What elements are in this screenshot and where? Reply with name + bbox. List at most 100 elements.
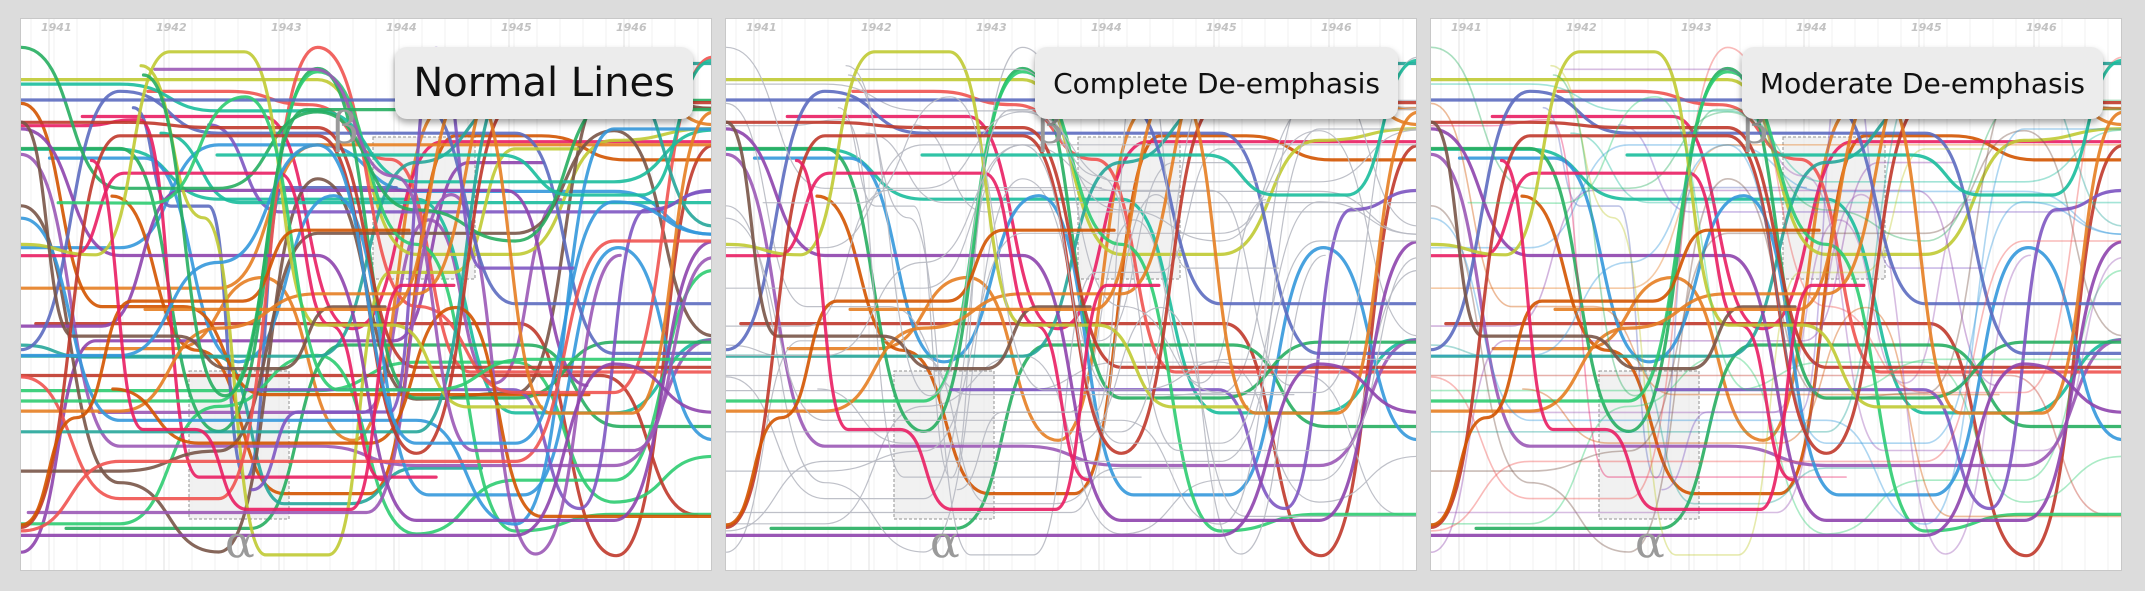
storyline: [21, 171, 384, 482]
storyline: [1625, 59, 2121, 197]
storyline: [21, 118, 438, 479]
storyline: [21, 152, 711, 468]
storyline-faded: [1431, 128, 2121, 525]
storyline-faded: [1431, 161, 1954, 553]
year-label: 1943: [1681, 21, 1712, 34]
storyline-faded: [726, 130, 1416, 472]
storyline: [1431, 152, 2121, 468]
storyline: [726, 152, 1416, 468]
storyline: [1431, 50, 1954, 409]
storyline: [920, 59, 1416, 197]
storyline: [89, 158, 456, 511]
beta-label: β: [333, 103, 358, 154]
storyline: [726, 362, 1416, 537]
year-label: 1941: [1451, 21, 1482, 34]
storyline: [207, 123, 711, 214]
storylines: [21, 45, 711, 558]
storyline-faded: [726, 102, 1295, 396]
storyline-faded: [1431, 189, 1998, 387]
storyline: [21, 98, 711, 306]
storyline: [21, 188, 589, 387]
panel-title-callout: Normal Lines: [395, 47, 693, 119]
storyline-faded: [1564, 68, 2121, 452]
storyline: [726, 171, 1089, 482]
storyline-faded: [726, 240, 1416, 532]
year-label: 1943: [976, 21, 1007, 34]
storyline-faded: [726, 46, 1416, 242]
year-label: 1943: [271, 21, 302, 34]
storyline-faded: [859, 68, 1416, 452]
storyline-faded: [1617, 124, 2121, 213]
storyline: [111, 305, 711, 518]
storyline: [1431, 120, 1797, 371]
storyline-faded: [732, 193, 1326, 555]
storyline: [1499, 158, 1866, 511]
panel-title-callout: Moderate De-emphasis: [1741, 47, 2103, 119]
storyline: [47, 156, 711, 497]
storyline-faded: [1431, 144, 2121, 445]
year-label: 1945: [1911, 21, 1942, 34]
storyline-faded: [726, 83, 1416, 183]
storyline-faded: [1431, 144, 2121, 249]
storyline-faded: [726, 144, 1416, 289]
storyline-faded: [1467, 95, 2121, 391]
year-label: 1942: [1566, 21, 1597, 34]
storyline: [21, 129, 711, 473]
storyline: [1431, 120, 2121, 369]
year-label: 1944: [1796, 21, 1827, 34]
year-label: 1941: [41, 21, 72, 34]
storyline-faded: [1431, 118, 1847, 478]
storyline-faded: [913, 124, 1416, 213]
storyline-faded: [1661, 47, 1985, 491]
storyline: [726, 120, 1092, 371]
year-label: 1941: [746, 21, 777, 34]
storyline: [1490, 114, 2121, 331]
storyline: [21, 45, 711, 243]
storyline-faded: [726, 189, 1293, 386]
storyline: [1431, 228, 1821, 527]
storyline-faded: [726, 161, 1249, 553]
year-label: 1942: [861, 21, 892, 34]
alpha-label: α: [1635, 517, 1665, 568]
year-label: 1944: [1091, 21, 1122, 34]
storyline: [1431, 89, 2121, 356]
storyline: [21, 82, 711, 184]
storyline: [21, 362, 711, 537]
storyline: [21, 127, 711, 526]
storyline-faded: [956, 47, 1280, 491]
storyline-faded: [1431, 46, 2121, 242]
storyline: [1431, 362, 2121, 537]
year-label: 1942: [156, 21, 187, 34]
year-label: 1946: [2026, 21, 2057, 34]
storyline-faded: [1437, 193, 2031, 555]
year-label: 1945: [1206, 21, 1237, 34]
storyline: [21, 143, 711, 250]
storyline-faded: [726, 144, 1416, 249]
storyline-faded: [837, 107, 1102, 479]
storyline: [1431, 171, 1794, 482]
storyline: [1457, 156, 2121, 497]
storyline-faded: [726, 128, 1416, 525]
storyline: [21, 120, 711, 369]
storyline: [1431, 77, 2121, 256]
panel-title-callout: Complete De-emphasis: [1035, 47, 1398, 119]
storyline: [752, 156, 1416, 497]
storyline-faded: [817, 306, 1416, 517]
storyline: [785, 114, 1416, 331]
storyline-faded: [1522, 306, 2121, 518]
storyline-faded: [1431, 83, 2121, 183]
storyline: [21, 101, 591, 397]
storyline: [1655, 189, 2121, 511]
storyline: [250, 46, 576, 492]
storyline: [794, 158, 1161, 511]
storyline-faded: [762, 96, 1416, 391]
storyline: [21, 143, 711, 290]
storyline: [726, 50, 1249, 409]
storyline: [21, 228, 411, 527]
storyline-faded: [1431, 102, 2000, 396]
storyline: [726, 228, 1116, 527]
